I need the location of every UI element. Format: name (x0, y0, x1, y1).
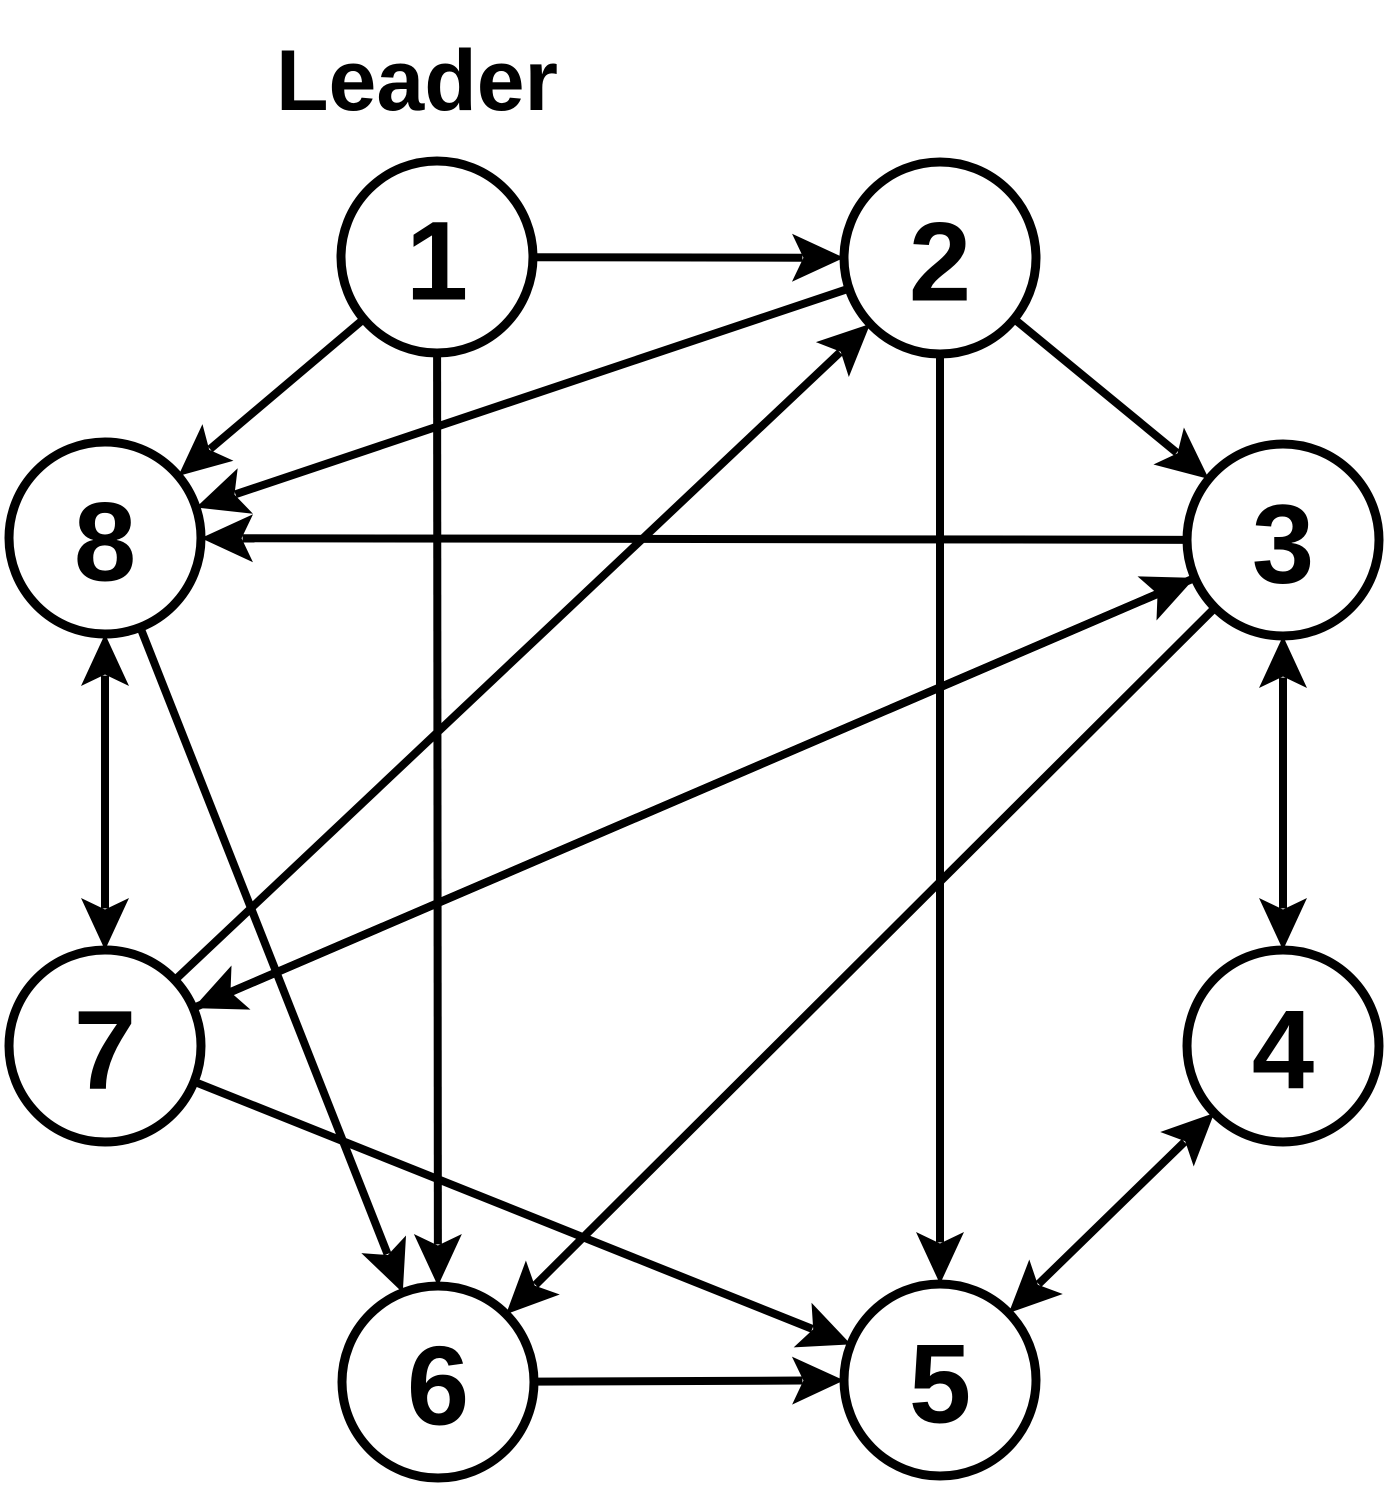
node-6[interactable]: 6 (337, 1281, 539, 1483)
edge-shaft (207, 315, 367, 453)
edge-shaft (136, 625, 392, 1256)
arrow-head-icon (361, 1235, 407, 1293)
node-circle-3[interactable] (1182, 439, 1384, 641)
node-label-7: 7 (74, 988, 136, 1113)
edge-6-to-5 (533, 1356, 845, 1405)
edge-shaft (433, 352, 442, 1245)
edge-3-to-6 (506, 604, 1218, 1315)
edge-shaft (1011, 315, 1180, 456)
arrow-head-icon (1137, 576, 1195, 621)
edge-shaft (533, 1376, 803, 1386)
node-label-1: 1 (406, 199, 468, 324)
node-circle-7[interactable] (4, 945, 206, 1147)
node-circle-8[interactable] (4, 437, 206, 639)
node-label-5: 5 (909, 1322, 971, 1447)
edge-1-to-2 (532, 233, 845, 282)
edge-1-to-8 (178, 315, 367, 476)
node-circle-2[interactable] (839, 157, 1041, 359)
edge-3-to-4 (1259, 636, 1307, 950)
node-8[interactable]: 8 (4, 437, 206, 639)
node-4[interactable]: 4 (1182, 945, 1384, 1147)
edge-7-to-2 (172, 323, 871, 984)
node-circle-6[interactable] (337, 1281, 539, 1483)
arrow-head-icon (81, 634, 129, 686)
arrow-head-icon (196, 468, 253, 514)
arrow-head-icon (1153, 427, 1209, 480)
node-label-3: 3 (1252, 482, 1314, 607)
edge-7-to-3 (191, 576, 1195, 1012)
node-label-6: 6 (407, 1324, 469, 1449)
edge-shaft (192, 1077, 814, 1333)
edge-8-to-7 (81, 634, 129, 950)
arrow-head-icon (81, 898, 129, 950)
node-label-4: 4 (1252, 988, 1314, 1113)
edge-shaft (172, 349, 843, 984)
node-1[interactable]: 1 (336, 156, 538, 358)
arrow-head-icon (791, 233, 845, 282)
edge-shaft (242, 534, 1188, 544)
edge-shaft (1035, 1139, 1188, 1287)
edge-shaft (532, 604, 1218, 1288)
arrow-head-icon (200, 514, 254, 563)
edge-4-to-5 (1008, 1112, 1215, 1314)
node-7[interactable]: 7 (4, 945, 206, 1147)
edge-7-to-5 (192, 1077, 851, 1348)
arrow-head-icon (793, 1302, 851, 1348)
arrow-head-icon (1008, 1259, 1063, 1314)
node-label-8: 8 (74, 480, 136, 605)
edge-1-to-6 (413, 352, 462, 1286)
edge-2-to-5 (916, 354, 964, 1284)
edge-2-to-3 (1011, 315, 1209, 480)
edge-shaft (191, 590, 1159, 1012)
edge-shaft (234, 284, 851, 499)
arrow-head-icon (1160, 1112, 1215, 1167)
arrow-head-icon (916, 1232, 964, 1284)
node-3[interactable]: 3 (1182, 439, 1384, 641)
node-layer: 1 2 3 4 5 6 7 8 (4, 156, 1384, 1483)
edge-2-to-8 (196, 284, 851, 514)
leader-annotation-label: Leader (276, 33, 558, 129)
node-5[interactable]: 5 (839, 1279, 1041, 1481)
arrow-head-icon (413, 1233, 462, 1286)
arrow-head-icon (1259, 636, 1307, 688)
arrow-head-icon (506, 1260, 560, 1315)
node-circle-1[interactable] (336, 156, 538, 358)
edge-8-to-6 (136, 625, 407, 1293)
arrow-head-icon (178, 424, 234, 476)
node-circle-4[interactable] (1182, 945, 1384, 1147)
node-2[interactable]: 2 (839, 157, 1041, 359)
edge-layer (81, 233, 1307, 1405)
node-circle-5[interactable] (839, 1279, 1041, 1481)
arrow-head-icon (815, 323, 871, 378)
arrow-head-icon (1259, 898, 1307, 950)
edge-3-to-8 (200, 514, 1188, 563)
arrow-head-icon (791, 1356, 845, 1405)
edge-shaft (532, 253, 803, 262)
node-label-2: 2 (909, 200, 971, 325)
